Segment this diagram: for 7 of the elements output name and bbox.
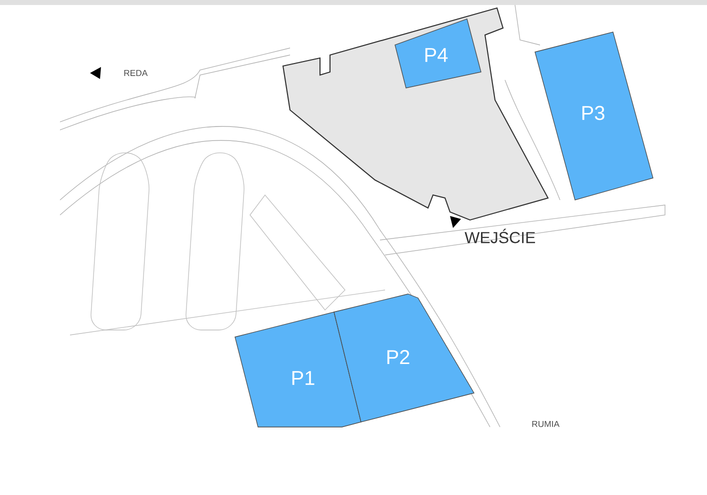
direction-label: REDA	[124, 70, 148, 76]
entrance-label: WEJŚCIE	[464, 228, 536, 244]
parking-area: P3	[534, 32, 654, 200]
parking-area: P1	[234, 312, 362, 428]
parking-area: P4	[394, 18, 482, 88]
parking-area: P2	[334, 294, 475, 422]
direction-label: RUMIA	[532, 420, 560, 428]
